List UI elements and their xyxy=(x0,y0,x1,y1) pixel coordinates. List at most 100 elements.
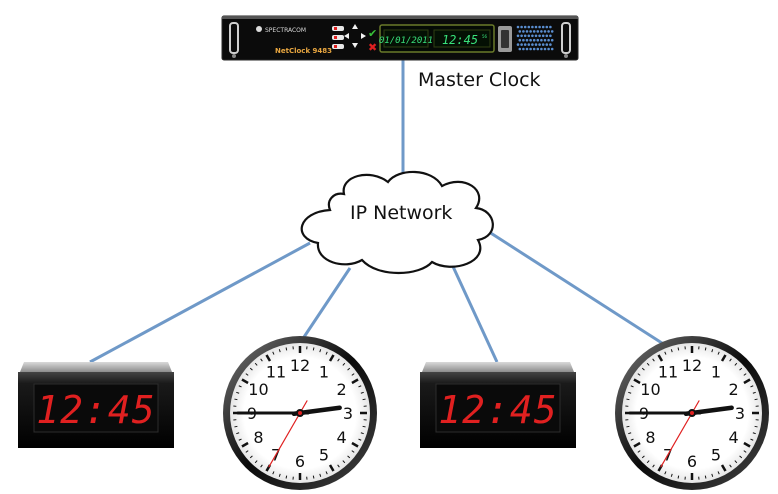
clock-tick xyxy=(234,425,238,428)
clock-tick xyxy=(734,460,738,464)
clock-tick xyxy=(347,455,351,459)
clock-tick xyxy=(236,391,240,394)
clock-tick xyxy=(720,354,727,362)
second-hand-hub xyxy=(690,411,694,415)
digital-clock-1: 12:45 xyxy=(18,362,174,448)
clock-tick xyxy=(249,455,253,459)
clock-tick xyxy=(626,425,630,428)
clock-tick xyxy=(677,347,680,351)
clock-tick xyxy=(328,464,335,472)
clock-tick xyxy=(670,349,673,353)
clock-tick xyxy=(351,373,355,376)
clock-tick xyxy=(739,455,743,459)
device-date-display: 01/01/2011 xyxy=(379,36,433,46)
clock-tick xyxy=(238,438,242,441)
clock-tick xyxy=(351,450,355,453)
clock-tick xyxy=(626,398,630,401)
clock-tick xyxy=(362,425,366,428)
link-network-to-analog-clock-1 xyxy=(298,267,352,344)
clock-tick xyxy=(739,367,743,371)
second-hand-hub xyxy=(298,411,302,415)
clock-numeral: 8 xyxy=(253,428,263,447)
clock-numeral: 2 xyxy=(728,380,738,399)
clock-tick xyxy=(711,349,714,353)
clock-tick xyxy=(358,438,362,441)
clock-tick xyxy=(670,473,673,477)
clock-tick xyxy=(743,441,751,448)
clock-tick xyxy=(664,351,667,355)
clock-tick xyxy=(265,354,272,362)
clock-tick xyxy=(743,373,747,376)
clock-tick xyxy=(238,385,242,388)
clock-tick xyxy=(743,378,751,385)
clock-tick xyxy=(641,367,645,371)
clock-tick xyxy=(312,475,315,479)
cancel-icon[interactable]: ✖ xyxy=(368,41,377,54)
clock-tick xyxy=(360,432,364,435)
navigation-arrows-icon[interactable] xyxy=(344,24,366,48)
clock-tick xyxy=(234,398,238,401)
clock-numeral: 1 xyxy=(319,362,329,381)
clock-tick xyxy=(337,358,340,362)
clock-numeral: 10 xyxy=(248,380,268,399)
clock-tick xyxy=(630,385,634,388)
clock-tick xyxy=(254,460,258,464)
clock-tick xyxy=(677,475,680,479)
pm-indicator: 56 xyxy=(482,34,488,39)
clock-numeral: 6 xyxy=(687,452,697,471)
clock-tick xyxy=(254,362,258,366)
clock-numeral: 11 xyxy=(658,362,678,381)
clock-numeral: 3 xyxy=(343,404,353,423)
clock-numeral: 12 xyxy=(682,356,702,375)
ip-network-label: IP Network xyxy=(350,202,452,224)
clock-numeral: 1 xyxy=(711,362,721,381)
clock-tick xyxy=(272,351,275,355)
clock-tick xyxy=(347,367,351,371)
clock-tick xyxy=(641,455,645,459)
clock-tick xyxy=(249,367,253,371)
clock-tick xyxy=(319,473,322,477)
clock-tick xyxy=(342,362,346,366)
clock-tick xyxy=(637,450,641,453)
clock-tick xyxy=(260,358,263,362)
clock-tick xyxy=(657,354,664,362)
device-brand: SPECTRACOM xyxy=(265,27,306,34)
clock-numeral: 12 xyxy=(290,356,310,375)
clock-tick xyxy=(241,441,249,448)
clock-tick xyxy=(630,438,634,441)
clock-tick xyxy=(337,464,340,468)
digital-clock-1-time: 12:45 xyxy=(36,388,155,432)
clock-numeral: 4 xyxy=(336,428,346,447)
clock-tick xyxy=(628,391,632,394)
clock-tick xyxy=(278,473,281,477)
link-network-to-digital-clock-1 xyxy=(89,241,311,364)
connection-lines xyxy=(89,60,666,364)
clock-tick xyxy=(717,471,720,475)
clock-numeral: 2 xyxy=(336,380,346,399)
clock-tick xyxy=(628,432,632,435)
clock-tick xyxy=(704,347,707,351)
clock-tick xyxy=(278,349,281,353)
clock-tick xyxy=(325,351,328,355)
clock-tick xyxy=(358,385,362,388)
vent-grille xyxy=(516,25,554,51)
clock-tick xyxy=(360,391,364,394)
clock-tick xyxy=(704,475,707,479)
clock-numeral: 11 xyxy=(266,362,286,381)
clock-tick xyxy=(245,373,249,376)
clock-tick xyxy=(652,358,655,362)
clock-tick xyxy=(362,398,366,401)
clock-tick xyxy=(752,432,756,435)
device-model: NetClock 9483 xyxy=(275,47,332,55)
check-icon[interactable]: ✔ xyxy=(368,27,377,40)
clock-tick xyxy=(743,450,747,453)
clock-tick xyxy=(351,441,359,448)
clock-tick xyxy=(236,432,240,435)
clock-tick xyxy=(285,347,288,351)
clock-numeral: 5 xyxy=(711,446,721,465)
clock-tick xyxy=(342,460,346,464)
clock-tick xyxy=(633,378,641,385)
clock-tick xyxy=(319,349,322,353)
clock-numeral: 5 xyxy=(319,446,329,465)
